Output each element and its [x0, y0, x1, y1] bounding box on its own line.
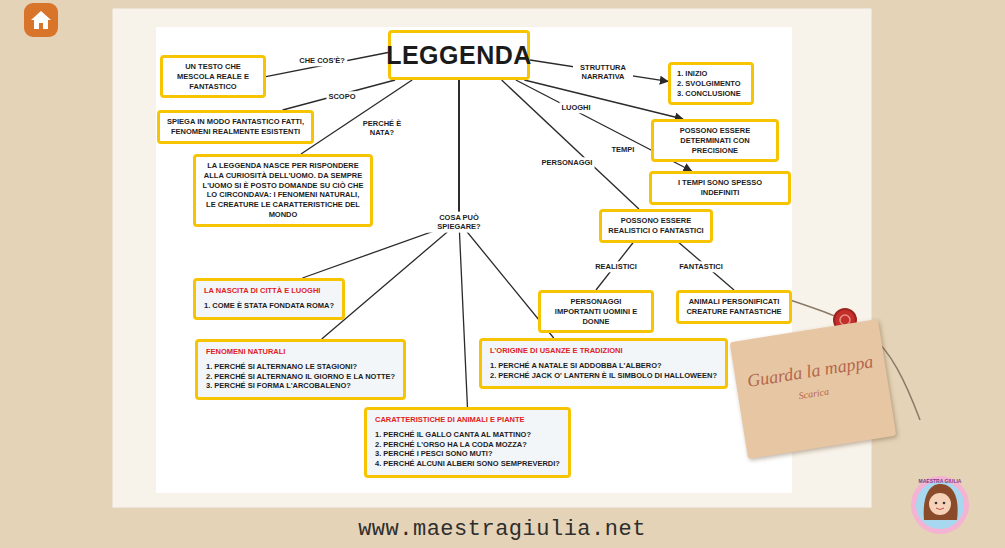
- box-text: 1. PERCHÉ A NATALE SI ADDOBBA L'ALBERO?: [490, 361, 717, 371]
- box-text: 4. PERCHÉ ALCUNI ALBERI SONO SEMPREVERDI…: [375, 459, 560, 469]
- edge-label: FANTASTICI: [677, 261, 725, 272]
- connector: [266, 53, 388, 77]
- box-text: UN TESTO CHE MESCOLA REALE E FANTASTICO: [169, 62, 257, 91]
- title-box: LEGGENDA: [388, 30, 530, 80]
- box-text: 1. COME È STATA FONDATA ROMA?: [204, 301, 334, 311]
- box-text: 3. CONCLUSIONE: [677, 89, 745, 99]
- box-text: I TEMPI SONO SPESSO INDEFINITI: [658, 178, 782, 198]
- topic-box: CARATTERISTICHE DI ANIMALI E PIANTE 1. PE…: [364, 407, 571, 478]
- definition-box: UN TESTO CHE MESCOLA REALE E FANTASTICO: [160, 55, 266, 98]
- box-text: 3. PERCHÉ SI FORMA L'ARCOBALENO?: [206, 381, 395, 391]
- box-text: 2. PERCHÉ L'ORSO HA LA CODA MOZZA?: [375, 440, 560, 450]
- box-text: 2. PERCHÉ JACK O' LANTERN È IL SIMBOLO D…: [490, 371, 717, 381]
- edge-label: STRUTTURA NARRATIVA: [573, 62, 633, 83]
- home-button: [24, 3, 58, 37]
- website-url: www.maestragiulia.net: [358, 517, 646, 542]
- edge-label: PERCHÉ È NATA?: [358, 118, 406, 139]
- avatar-mouth: [936, 508, 944, 510]
- purpose-box: SPIEGA IN MODO FANTASTICO FATTI, FENOMEN…: [157, 110, 314, 144]
- avatar-ground: [916, 481, 964, 529]
- connector: [524, 80, 683, 119]
- connector: [530, 60, 668, 81]
- box-text: PERSONAGGI IMPORTANTI UOMINI E DONNE: [547, 297, 645, 326]
- box-heading: FENOMENI NATURALI: [206, 347, 395, 357]
- home-icon: [31, 11, 51, 29]
- characters-box: POSSONO ESSERE REALISTICI O FANTASTICI: [599, 209, 713, 243]
- connector: [301, 80, 412, 154]
- box-text: POSSONO ESSERE REALISTICI O FANTASTICI: [608, 216, 704, 236]
- download-note: Guarda la mappaScarica: [730, 319, 897, 459]
- box-text: 2. PERCHÉ SI ALTERNANO IL GIORNO E LA NO…: [206, 372, 395, 382]
- map-panel: [156, 27, 792, 493]
- edge-label: SCOPO: [326, 91, 357, 102]
- origin-box: LA LEGGENDA NASCE PER RISPONDERE ALLA CU…: [193, 154, 373, 227]
- box-heading: L'ORIGINE DI USANZE E TRADIZIONI: [490, 346, 717, 356]
- box-text: SPIEGA IN MODO FANTASTICO FATTI, FENOMEN…: [166, 117, 305, 137]
- avatar-eye: [935, 502, 938, 505]
- structure-box: 1. INIZIO2. SVOLGIMENTO3. CONCLUSIONE: [668, 62, 754, 105]
- edge-label: REALISTICI: [593, 261, 639, 272]
- realistic-box: PERSONAGGI IMPORTANTI UOMINI E DONNE: [538, 290, 654, 333]
- topic-box: FENOMENI NATURALI 1. PERCHÉ SI ALTERNANO …: [195, 339, 406, 400]
- box-text: 3. PERCHÉ I PESCI SONO MUTI?: [375, 449, 560, 459]
- avatar-caption: MAESTRA GIULIA: [919, 478, 962, 484]
- edge-label: LUOGHI: [559, 102, 592, 113]
- avatar-ring: [911, 476, 969, 534]
- box-heading: LA NASCITA DI CITTÀ E LUOGHI: [204, 286, 334, 296]
- connector: [502, 80, 639, 209]
- places-box: POSSONO ESSERE DETERMINATI CON PRECISION…: [651, 119, 779, 162]
- topic-box: L'ORIGINE DI USANZE E TRADIZIONI 1. PERCH…: [479, 338, 728, 389]
- avatar-hair: [924, 484, 958, 520]
- avatar-face: [929, 493, 951, 515]
- fantastic-box: ANIMALI PERSONIFICATI CREATURE FANTASTIC…: [676, 290, 792, 324]
- edge-label: PERSONAGGI: [540, 157, 595, 168]
- box-text: LA LEGGENDA NASCE PER RISPONDERE ALLA CU…: [202, 161, 364, 220]
- box-text: 2. SVOLGIMENTO: [677, 79, 745, 89]
- edge-label: COSA PUÒ SPIEGARE?: [427, 212, 491, 233]
- connector: [459, 80, 467, 407]
- times-box: I TEMPI SONO SPESSO INDEFINITI: [649, 171, 791, 205]
- edge-label: TEMPI: [610, 144, 637, 155]
- connector: [283, 80, 396, 110]
- box-text: 1. PERCHÉ IL GALLO CANTA AL MATTINO?: [375, 430, 560, 440]
- box-text: LEGGENDA: [386, 39, 532, 72]
- edge-label: CHE COS'È?: [297, 55, 347, 66]
- box-text: ANIMALI PERSONIFICATI CREATURE FANTASTIC…: [685, 297, 783, 317]
- box-heading: CARATTERISTICHE DI ANIMALI E PIANTE: [375, 415, 560, 425]
- box-heading: 1. INIZIO: [677, 69, 745, 79]
- avatar-eye: [943, 502, 946, 505]
- box-text: 1. PERCHÉ SI ALTERNANO LE STAGIONI?: [206, 362, 395, 372]
- box-text: POSSONO ESSERE DETERMINATI CON PRECISION…: [660, 126, 770, 155]
- topic-box: LA NASCITA DI CITTÀ E LUOGHI 1. COME È ST…: [193, 278, 345, 320]
